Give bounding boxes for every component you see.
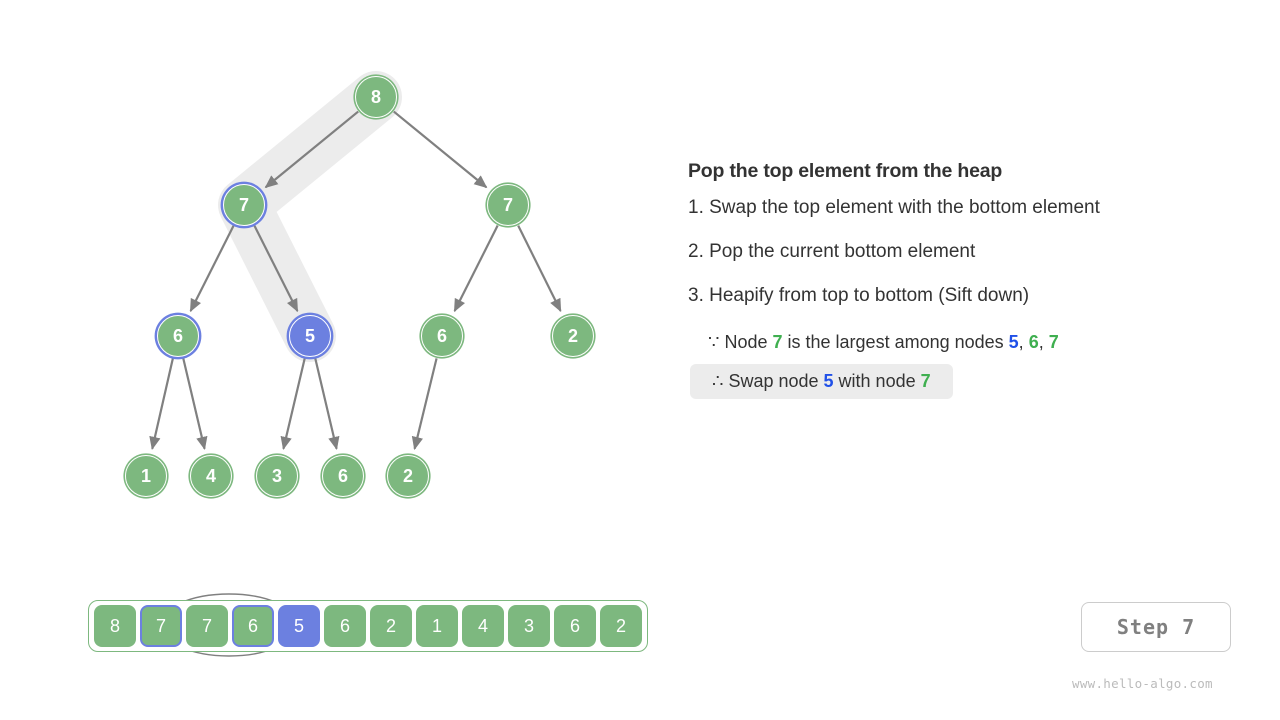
- tree-edges: [149, 110, 562, 451]
- tree-edge: [280, 358, 306, 451]
- reason-candidate-a: 5: [1008, 332, 1019, 352]
- array-cell[interactable]: 8: [94, 605, 136, 647]
- reason-line: ∵ Node 7 is the largest among nodes 5, 6…: [688, 329, 1061, 356]
- reason-middle: is the largest among nodes: [782, 332, 1009, 352]
- reason-sep-2: ,: [1038, 332, 1049, 352]
- tree-node[interactable]: 4: [190, 455, 232, 497]
- array-cell[interactable]: 6: [324, 605, 366, 647]
- array-cell[interactable]: 4: [462, 605, 504, 647]
- step-item-1: 1. Swap the top element with the bottom …: [688, 197, 1100, 218]
- array-cell[interactable]: 2: [370, 605, 412, 647]
- conclusion-to-value: 7: [920, 371, 931, 391]
- step-item-2: 2. Pop the current bottom element: [688, 241, 976, 262]
- status-badge: Step 7: [1081, 602, 1231, 652]
- tree-edge: [411, 358, 438, 451]
- reason-sep-1: ,: [1018, 332, 1029, 352]
- array-cell[interactable]: 7: [186, 605, 228, 647]
- step-item-3: 3. Heapify from top to bottom (Sift down…: [688, 285, 1030, 306]
- array-cell[interactable]: 1: [416, 605, 458, 647]
- tree-edge: [453, 225, 499, 313]
- tree-node[interactable]: 3: [256, 455, 298, 497]
- conclusion-middle: with node: [833, 371, 921, 391]
- tree-node[interactable]: 1: [125, 455, 167, 497]
- page-title: Pop the top element from the heap: [688, 160, 1003, 182]
- highlight-ribbon: [218, 71, 402, 362]
- array-cell[interactable]: 6: [554, 605, 596, 647]
- tree-edge: [149, 358, 174, 450]
- watermark: www.hello-algo.com: [1072, 676, 1213, 691]
- tree-edge: [517, 225, 562, 313]
- tree-edge: [393, 110, 488, 189]
- tree-node[interactable]: 7: [487, 184, 529, 226]
- array-cell[interactable]: 7: [140, 605, 182, 647]
- tree-edge: [264, 110, 359, 189]
- array-cell[interactable]: 5: [278, 605, 320, 647]
- tree-node[interactable]: 8: [355, 76, 397, 118]
- tree-node[interactable]: 6: [421, 315, 463, 357]
- tree-node[interactable]: 7: [223, 184, 265, 226]
- reason-candidate-b: 6: [1028, 332, 1039, 352]
- tree-node[interactable]: 6: [322, 455, 364, 497]
- tree-node[interactable]: 2: [552, 315, 594, 357]
- reason-node-value: 7: [772, 332, 783, 352]
- tree-edge: [253, 225, 299, 313]
- tree-edge: [189, 225, 235, 313]
- tree-edge: [182, 358, 208, 451]
- tree-node[interactable]: 6: [157, 315, 199, 357]
- array-cell[interactable]: 6: [232, 605, 274, 647]
- explanation-panel: Pop the top element from the heap 1. Swa…: [688, 160, 1248, 403]
- conclusion-line: ∴ Swap node 5 with node 7: [690, 364, 953, 399]
- tree-node[interactable]: 5: [289, 315, 331, 357]
- tree-edge: [314, 358, 340, 451]
- sift-path-highlight: [218, 71, 402, 362]
- reason-candidate-c: 7: [1048, 332, 1059, 352]
- conclusion-prefix: ∴ Swap node: [712, 371, 824, 391]
- tree-node[interactable]: 2: [387, 455, 429, 497]
- array-cell[interactable]: 2: [600, 605, 642, 647]
- conclusion-from-value: 5: [823, 371, 834, 391]
- reason-prefix: ∵ Node: [708, 332, 773, 352]
- array-cell[interactable]: 3: [508, 605, 550, 647]
